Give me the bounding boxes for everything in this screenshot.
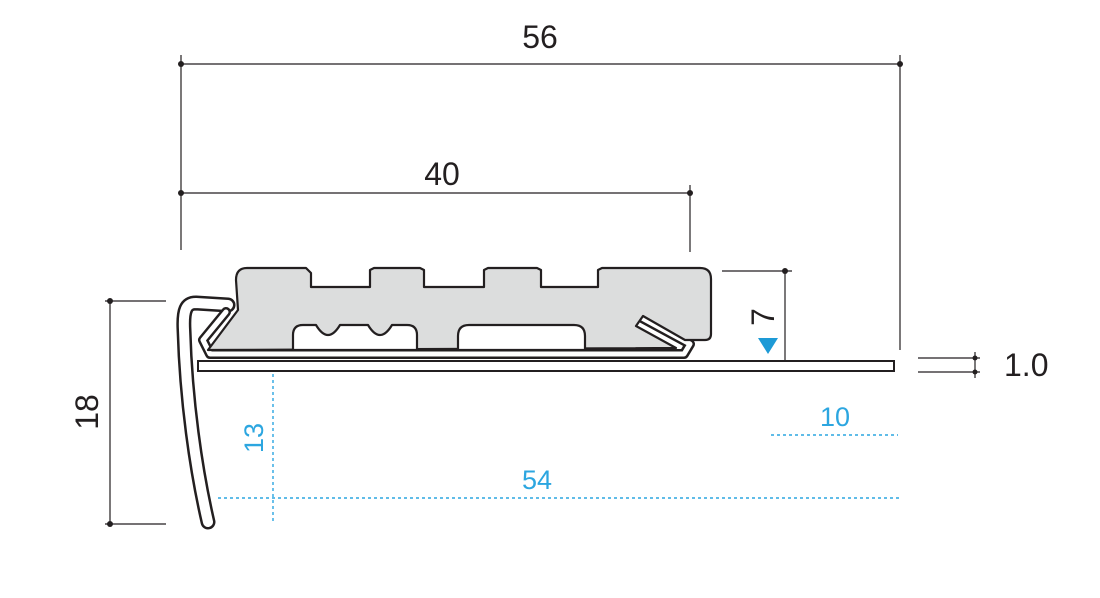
ref-length-label: 54: [522, 465, 552, 495]
profile-base-plate: [197, 360, 895, 372]
dim-endpoint: [107, 521, 113, 527]
triangle-down-icon: [758, 338, 778, 354]
tread-insert: [206, 266, 713, 352]
dim-thickness-label: 1.0: [1004, 347, 1048, 383]
dim-endpoint: [687, 190, 693, 196]
ref-offset-label: 10: [820, 402, 850, 432]
dim-endpoint: [107, 298, 113, 304]
dim-tread-height-label: 7: [745, 308, 781, 326]
dim-endpoint: [897, 61, 903, 67]
dim-endpoint: [178, 190, 184, 196]
dim-endpoint: [972, 369, 978, 375]
profile-nose-inner: [178, 298, 233, 527]
dim-endpoint: [782, 268, 788, 274]
ref-depth-label: 13: [239, 423, 269, 453]
dim-height-label: 18: [69, 394, 105, 430]
dim-tread-width-label: 40: [424, 156, 460, 192]
profile-clip-inner: [200, 309, 693, 357]
dim-endpoint: [972, 355, 978, 361]
dim-overall-width-label: 56: [522, 19, 558, 55]
insert-hollow-left: [291, 323, 419, 352]
dim-endpoint: [178, 61, 184, 67]
insert-hollow-right: [456, 323, 587, 352]
